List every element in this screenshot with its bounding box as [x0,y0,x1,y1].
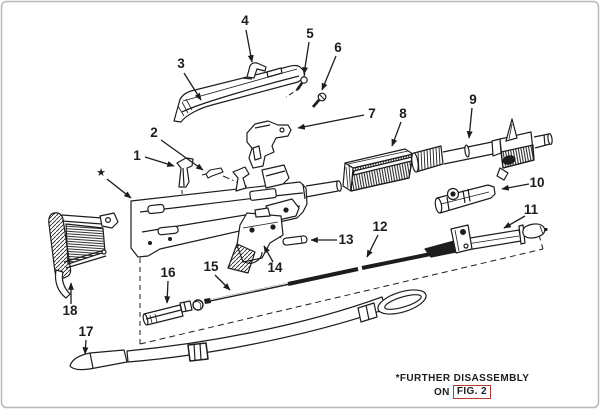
callout-label-15: 15 [203,259,219,274]
part-9-barrel-assembly [411,118,553,181]
leader-10 [501,183,530,191]
callout-label-14: 14 [267,260,283,275]
callout-label-17: 17 [78,324,93,339]
part-1-sight-leaf [176,157,194,188]
footnote-on-label: ON [434,386,450,398]
part-6-screw [311,92,327,108]
leader-3 [183,72,202,101]
part-7-bolt-carrier [246,120,292,169]
leader-lines [68,29,530,355]
callout-label-2: 2 [150,125,158,140]
part-5-screw [295,76,308,91]
callout-label-13: 13 [338,232,354,247]
leader-16 [164,280,171,304]
callout-label-16: 16 [160,265,176,280]
footnote-figure-ref: FIG. 2 [452,385,491,399]
part-16-oil-bottle [142,300,193,326]
leader-7 [297,114,365,130]
part-14-trigger-group [227,207,284,274]
part-13-pin [282,235,308,246]
part-18-folding-stock [48,212,119,299]
callout-label-10: 10 [529,175,544,190]
footnote-line2: ON FIG. 2 [385,385,540,399]
part-4-bracket [242,62,267,80]
leader-4 [245,29,254,63]
callout-label-7: 7 [368,106,376,121]
callout-label-4: 4 [241,13,249,28]
receiver-group [130,164,342,258]
leader-17 [82,339,89,355]
callout-label-8: 8 [399,106,407,121]
part-2-pin [201,167,224,179]
leader-15 [214,274,231,291]
leader-2 [160,139,204,171]
part-3-receiver-cover [173,64,306,123]
part-8-handguard [342,148,414,192]
callout-label-3: 3 [177,56,185,71]
callout-label-11: 11 [524,202,539,217]
part-11-bayonet [424,223,546,258]
leader-9 [466,107,473,139]
callout-label-9: 9 [469,92,477,107]
callout-label-5: 5 [306,26,314,41]
footnote: *FURTHER DISASSEMBLY ON FIG. 2 [385,373,540,399]
leader-14 [263,245,274,263]
part-10-gas-tube [434,184,496,214]
part-15-cleaning-rod [192,282,289,311]
callout-labels: 1 2 3 4 5 6 7 8 9 10 11 12 13 14 15 16 1… [62,13,544,339]
star-marker: ★ [96,167,132,199]
part-17-sling [69,289,427,371]
svg-text:★: ★ [96,167,106,179]
callout-label-6: 6 [334,40,342,55]
callout-label-12: 12 [372,219,387,234]
leader-6 [321,55,337,91]
leader-12 [366,234,379,258]
callout-label-18: 18 [62,303,78,318]
leader-8 [391,121,402,147]
leader-11 [503,215,526,229]
callout-label-1: 1 [133,148,141,163]
footnote-line1: *FURTHER DISASSEMBLY [395,373,530,384]
leader-1 [144,156,175,167]
leader-5 [302,41,310,75]
